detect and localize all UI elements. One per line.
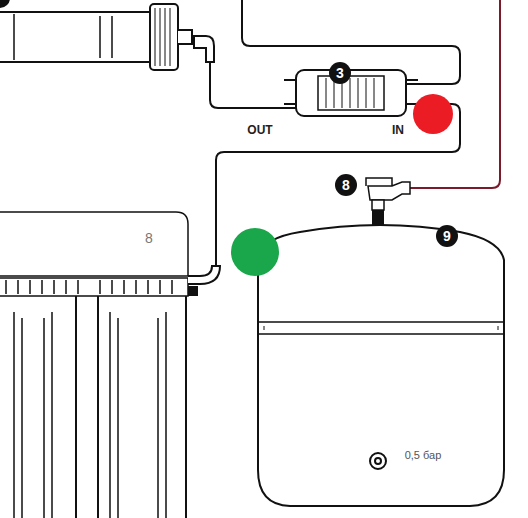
port-label: OUT [247, 124, 272, 136]
housing-mark: 8 [145, 231, 153, 245]
callout-number: 8 [342, 178, 350, 192]
callout-number: 9 [443, 229, 451, 243]
port-label: IN [392, 124, 404, 136]
callout-number: 3 [336, 66, 344, 80]
green-marker [231, 228, 279, 276]
pressure-label: 0,5 бар [405, 450, 442, 461]
red-marker [413, 94, 453, 134]
